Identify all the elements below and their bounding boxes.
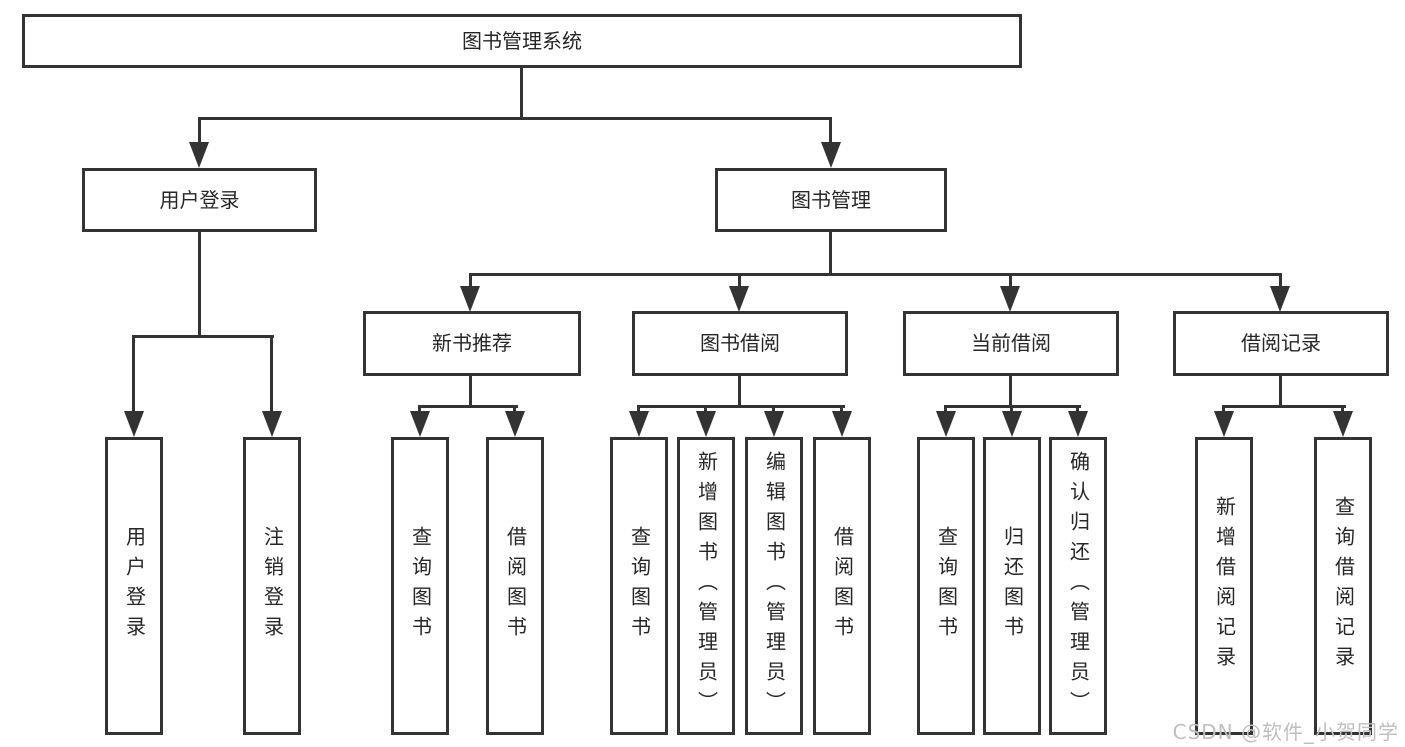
connector-borrow-records-stub xyxy=(1279,273,1282,289)
connector-d2-stub xyxy=(1010,405,1013,413)
node-current-borrow: 当前借阅 xyxy=(903,311,1119,376)
arrowhead-leaf-user-login xyxy=(124,411,144,437)
leaf-query-books-current: 查询图书 xyxy=(917,437,975,735)
arrowhead-d1 xyxy=(936,411,956,437)
leaf-add-borrow-record: 新增借阅记录 xyxy=(1195,437,1253,735)
node-new-book-recommend: 新书推荐 xyxy=(363,311,581,376)
node-library-management-system: 图书管理系统 xyxy=(22,14,1022,68)
connector-a1-stub xyxy=(132,335,135,413)
connector-a2-stub xyxy=(270,335,273,413)
leaf-edit-book-admin: 编辑图书（管理员） xyxy=(745,437,803,735)
connector-book-borrow-drop xyxy=(738,374,741,408)
arrowhead-e2 xyxy=(1333,411,1353,437)
node-borrow-records: 借阅记录 xyxy=(1173,311,1389,376)
connector-level2-bar xyxy=(198,117,832,120)
arrowhead-c1 xyxy=(629,411,649,437)
arrowhead-new-rec xyxy=(460,286,480,312)
connector-current-borrow-drop xyxy=(1009,374,1012,408)
arrowhead-book-mgmt xyxy=(821,142,841,168)
node-user-login: 用户登录 xyxy=(82,168,317,232)
connector-group-e-bar xyxy=(1222,405,1346,408)
node-book-borrow: 图书借阅 xyxy=(632,311,848,376)
leaf-borrow-books-recommend: 借阅图书 xyxy=(486,437,544,735)
connector-book-borrow-stub xyxy=(738,273,741,289)
arrowhead-borrow-records xyxy=(1270,286,1290,312)
connector-root-drop xyxy=(520,66,523,120)
connector-group-c-bar xyxy=(637,405,845,408)
leaf-query-borrow-record: 查询借阅记录 xyxy=(1314,437,1372,735)
connector-user-login-drop xyxy=(198,230,201,338)
leaf-logout: 注销登录 xyxy=(243,437,301,735)
arrowhead-d2 xyxy=(1002,411,1022,437)
arrowhead-leaf-logout xyxy=(262,411,282,437)
arrowhead-b1 xyxy=(410,411,430,437)
leaf-query-books-recommend: 查询图书 xyxy=(391,437,449,735)
connector-b1-stub xyxy=(418,405,421,413)
connector-group-b-bar xyxy=(418,405,518,408)
leaf-user-login: 用户登录 xyxy=(105,437,163,735)
arrowhead-current-borrow xyxy=(1000,286,1020,312)
connector-new-rec-stub xyxy=(469,273,472,289)
connector-current-borrow-stub xyxy=(1009,273,1012,289)
arrowhead-c2 xyxy=(696,411,716,437)
arrowhead-c4 xyxy=(832,411,852,437)
arrowhead-user-login xyxy=(189,142,209,168)
connector-d3-stub xyxy=(1076,405,1079,413)
connector-c2-stub xyxy=(704,405,707,413)
connector-c1-stub xyxy=(637,405,640,413)
leaf-confirm-return-admin: 确认归还（管理员） xyxy=(1049,437,1107,735)
connector-user-login-stub xyxy=(198,117,201,144)
arrowhead-b2 xyxy=(505,411,525,437)
connector-b2-stub xyxy=(513,405,516,413)
leaf-add-book-admin: 新增图书（管理员） xyxy=(677,437,735,735)
arrowhead-book-borrow xyxy=(729,286,749,312)
leaf-borrow-books: 借阅图书 xyxy=(813,437,871,735)
arrowhead-e1 xyxy=(1214,411,1234,437)
arrowhead-c3 xyxy=(764,411,784,437)
leaf-query-books-borrow: 查询图书 xyxy=(610,437,668,735)
connector-book-mgmt-stub xyxy=(829,117,832,144)
connector-book-mgmt-drop xyxy=(829,230,832,276)
connector-c4-stub xyxy=(840,405,843,413)
connector-e2-stub xyxy=(1341,405,1344,413)
connector-new-rec-drop xyxy=(469,374,472,408)
arrowhead-d3 xyxy=(1068,411,1088,437)
leaf-return-book: 归还图书 xyxy=(983,437,1041,735)
node-book-management: 图书管理 xyxy=(715,168,947,232)
connector-c3-stub xyxy=(772,405,775,413)
watermark-csdn: CSDN @软件_小贺同学 xyxy=(1172,720,1399,744)
connector-level3-bar xyxy=(469,273,1282,276)
connector-d1-stub xyxy=(944,405,947,413)
connector-e1-stub xyxy=(1222,405,1225,413)
connector-borrow-records-drop xyxy=(1279,374,1282,408)
connector-group-a-bar xyxy=(132,335,274,338)
